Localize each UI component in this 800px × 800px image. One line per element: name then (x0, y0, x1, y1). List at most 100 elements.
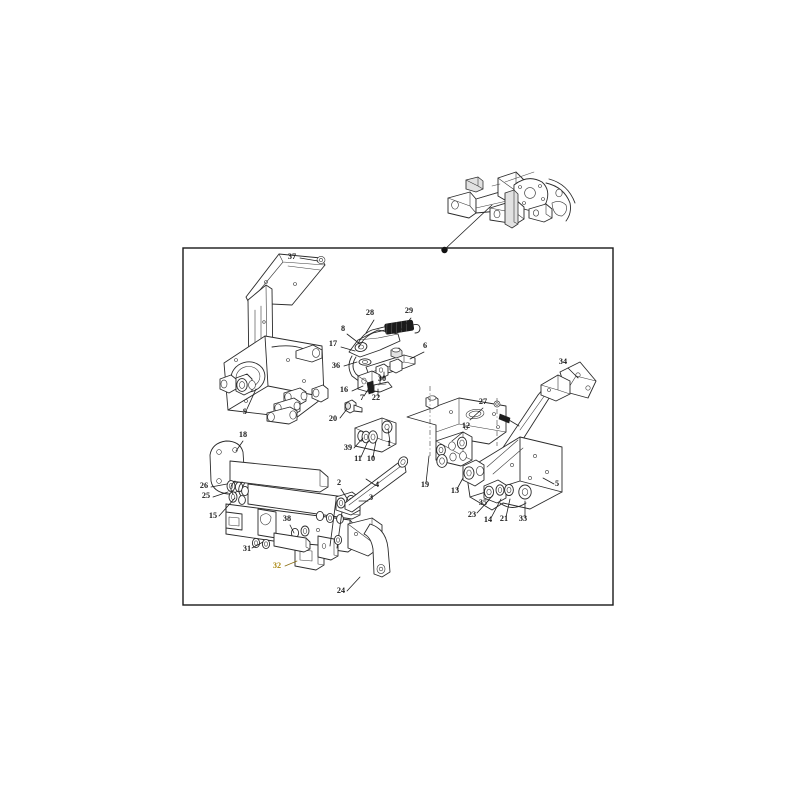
callout-label-18[interactable]: 18 (239, 430, 247, 439)
callout-22[interactable]: 22 (372, 388, 380, 402)
callout-label-29[interactable]: 29 (405, 306, 413, 315)
callout-14[interactable]: 14 (484, 498, 502, 524)
callout-20[interactable]: 20 (329, 408, 348, 423)
callout-10[interactable]: 10 (367, 440, 377, 463)
callout-label-16[interactable]: 16 (340, 385, 348, 394)
callout-leader-11 (360, 440, 369, 458)
callout-label-22[interactable]: 22 (372, 393, 380, 402)
callout-label-9[interactable]: 9 (243, 407, 247, 416)
callout-leader-15 (218, 497, 236, 517)
callout-24[interactable]: 24 (337, 576, 361, 595)
callout-label-30[interactable]: 30 (378, 374, 386, 383)
callout-label-33[interactable]: 33 (519, 514, 527, 523)
callout-9[interactable]: 9 (243, 388, 257, 416)
callout-label-3[interactable]: 3 (369, 493, 373, 502)
callout-label-7[interactable]: 7 (360, 393, 364, 402)
callout-31[interactable]: 31 (243, 541, 264, 553)
callout-label-39[interactable]: 39 (344, 443, 352, 452)
callout-36[interactable]: 36 (332, 361, 358, 370)
callout-11[interactable]: 11 (354, 440, 369, 463)
callout-leader-9 (246, 388, 257, 410)
callout-label-34[interactable]: 34 (559, 357, 567, 366)
callout-leader-24 (346, 576, 361, 592)
callout-37[interactable]: 37 (288, 252, 319, 262)
callout-label-37[interactable]: 37 (288, 252, 296, 261)
callout-label-19[interactable]: 19 (421, 480, 429, 489)
callout-21[interactable]: 21 (500, 498, 511, 523)
callout-leader-13 (456, 477, 464, 490)
callout-13[interactable]: 13 (451, 477, 464, 495)
callout-label-38[interactable]: 38 (283, 514, 291, 523)
callout-label-2[interactable]: 2 (337, 478, 341, 487)
callout-leader-26 (210, 483, 228, 488)
callout-label-35[interactable]: 35 (479, 498, 487, 507)
callout-label-25[interactable]: 25 (202, 491, 210, 500)
callout-19[interactable]: 19 (421, 455, 430, 489)
top-detail-inset (447, 171, 576, 229)
callout-label-20[interactable]: 20 (329, 414, 337, 423)
callout-34[interactable]: 34 (559, 357, 579, 379)
callout-23[interactable]: 23 (468, 499, 490, 519)
callout-label-5[interactable]: 5 (555, 479, 559, 488)
callout-12[interactable]: 12 (451, 421, 470, 442)
callout-label-21[interactable]: 21 (500, 514, 508, 523)
lever-and-spring-assembly (348, 319, 421, 395)
callout-16[interactable]: 16 (340, 385, 364, 394)
callout-label-24[interactable]: 24 (337, 586, 345, 595)
callout-label-6[interactable]: 6 (423, 341, 427, 350)
callout-label-17[interactable]: 17 (329, 339, 337, 348)
callout-leader-18 (235, 440, 244, 452)
callout-leader-2 (340, 488, 349, 501)
callout-25[interactable]: 25 (202, 491, 229, 500)
callout-2[interactable]: 2 (337, 478, 349, 501)
callout-17[interactable]: 17 (329, 339, 356, 352)
callout-label-28[interactable]: 28 (366, 308, 374, 317)
callout-39[interactable]: 39 (344, 437, 364, 452)
callout-label-13[interactable]: 13 (451, 486, 459, 495)
callout-5[interactable]: 5 (542, 477, 559, 488)
callout-label-12[interactable]: 12 (462, 421, 470, 430)
callout-28[interactable]: 28 (365, 308, 375, 334)
callout-leader-27 (469, 407, 484, 421)
callout-leader-4 (365, 478, 376, 486)
callout-15[interactable]: 15 (209, 497, 236, 520)
callout-7[interactable]: 7 (360, 387, 370, 402)
callout-leader-6 (409, 351, 425, 360)
callout-4[interactable]: 4 (365, 478, 379, 489)
callout-29[interactable]: 29 (399, 306, 413, 332)
callout-8[interactable]: 8 (341, 324, 361, 345)
callout-label-26[interactable]: 26 (200, 481, 208, 490)
callout-label-23[interactable]: 23 (468, 510, 476, 519)
callout-leader-39 (353, 437, 364, 449)
callout-leader-36 (343, 361, 358, 367)
callout-leader-16 (351, 385, 364, 392)
callout-27[interactable]: 27 (469, 397, 487, 421)
callout-33[interactable]: 33 (519, 500, 527, 523)
callout-label-4[interactable]: 4 (375, 480, 379, 489)
callout-label-14[interactable]: 14 (484, 515, 492, 524)
callout-26[interactable]: 26 (200, 481, 228, 490)
callout-label-1[interactable]: 1 (387, 439, 391, 448)
callout-3[interactable]: 3 (358, 493, 373, 502)
callout-38[interactable]: 38 (283, 514, 295, 534)
callout-label-27[interactable]: 27 (479, 397, 487, 406)
callout-label-31[interactable]: 31 (243, 544, 251, 553)
callout-1[interactable]: 1 (387, 428, 391, 448)
callout-leader-19 (425, 455, 430, 484)
callout-leader-7 (363, 387, 370, 397)
callout-label-15[interactable]: 15 (209, 511, 217, 520)
callout-leader-10 (372, 440, 377, 458)
callout-30[interactable]: 30 (378, 371, 386, 383)
callout-label-11[interactable]: 11 (354, 454, 362, 463)
callout-leader-38 (289, 524, 295, 534)
callout-label-10[interactable]: 10 (367, 454, 375, 463)
callout-6[interactable]: 6 (409, 341, 427, 360)
callout-label-8[interactable]: 8 (341, 324, 345, 333)
callout-leader-32 (284, 560, 298, 567)
callout-18[interactable]: 18 (235, 430, 247, 452)
callout-32[interactable]: 32 (273, 560, 298, 570)
callout-label-32[interactable]: 32 (273, 561, 281, 570)
callout-label-36[interactable]: 36 (332, 361, 340, 370)
